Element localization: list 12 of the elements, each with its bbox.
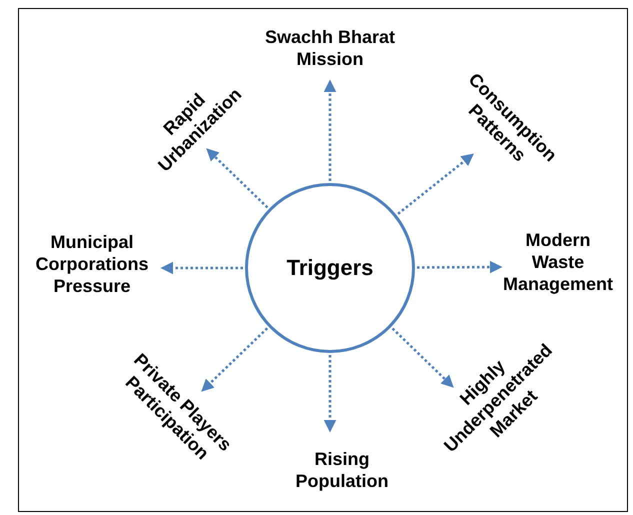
dotted-arrow <box>201 327 268 392</box>
trigger-label: Modern Waste Management <box>498 229 618 295</box>
center-label: Triggers <box>286 257 374 279</box>
dotted-arrow <box>417 260 502 274</box>
trigger-label: Swachh Bharat Mission <box>230 26 430 70</box>
dotted-arrow <box>160 262 243 274</box>
trigger-label: Rising Population <box>272 448 412 492</box>
dotted-arrow <box>397 153 474 215</box>
dotted-arrow <box>206 148 268 208</box>
trigger-label: Municipal Corporations Pressure <box>17 231 167 297</box>
dotted-arrow <box>324 80 336 181</box>
dotted-arrow <box>324 355 336 432</box>
